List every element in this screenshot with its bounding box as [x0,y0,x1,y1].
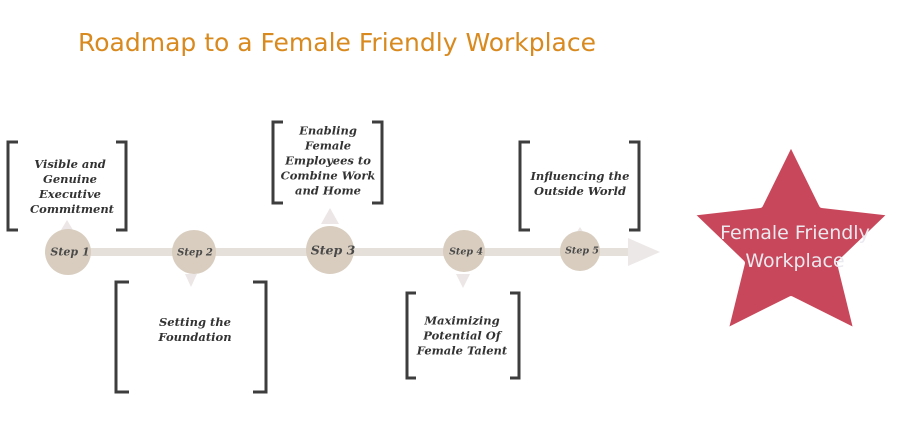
step-3-description: Enabling Female Employees to Combine Wor… [280,123,376,198]
step-5-circle[interactable] [560,231,600,271]
step-1-circle[interactable] [45,229,91,275]
step-3-bracket-left [271,120,283,205]
step-2-circle[interactable] [172,230,216,274]
step-2-description: Setting the Foundation [158,315,232,344]
goal-label: Female Friendly Workplace [720,222,870,272]
step-5-description: Influencing the Outside World [530,169,630,198]
step-4-circle[interactable] [443,230,485,272]
step-2-label: Step 2 [177,247,213,259]
step-3-pointer [321,208,339,224]
page-title: Roadmap to a Female Friendly Workplace [78,28,597,57]
goal-star[interactable] [687,139,895,335]
step-3-label: Step 3 [310,242,356,258]
step-1-pointer [61,220,73,230]
step-2-bracket-right [253,280,268,394]
step-3-circle[interactable] [306,226,354,274]
step-5-bracket-left [518,140,530,232]
step-1-label: Step 1 [50,245,90,259]
step-3-bracket-right [372,120,384,205]
timeline-arrowhead [628,238,660,266]
step-4-bracket-right [510,291,521,380]
step-5-label: Step 5 [565,245,599,257]
step-1-bracket-right [116,140,128,232]
step-2-bracket-left [114,280,129,394]
step-1-description: Visible and Genuine Executive Commitment [30,157,114,216]
step-4-description: Maximizing Potential Of Female Talent [416,313,508,358]
step-4-label: Step 4 [449,246,483,258]
step-1-bracket-left [6,140,18,232]
step-4-pointer [456,274,470,288]
step-4-bracket-left [405,291,416,380]
step-2-pointer [185,274,197,287]
step-5-bracket-right [629,140,641,232]
